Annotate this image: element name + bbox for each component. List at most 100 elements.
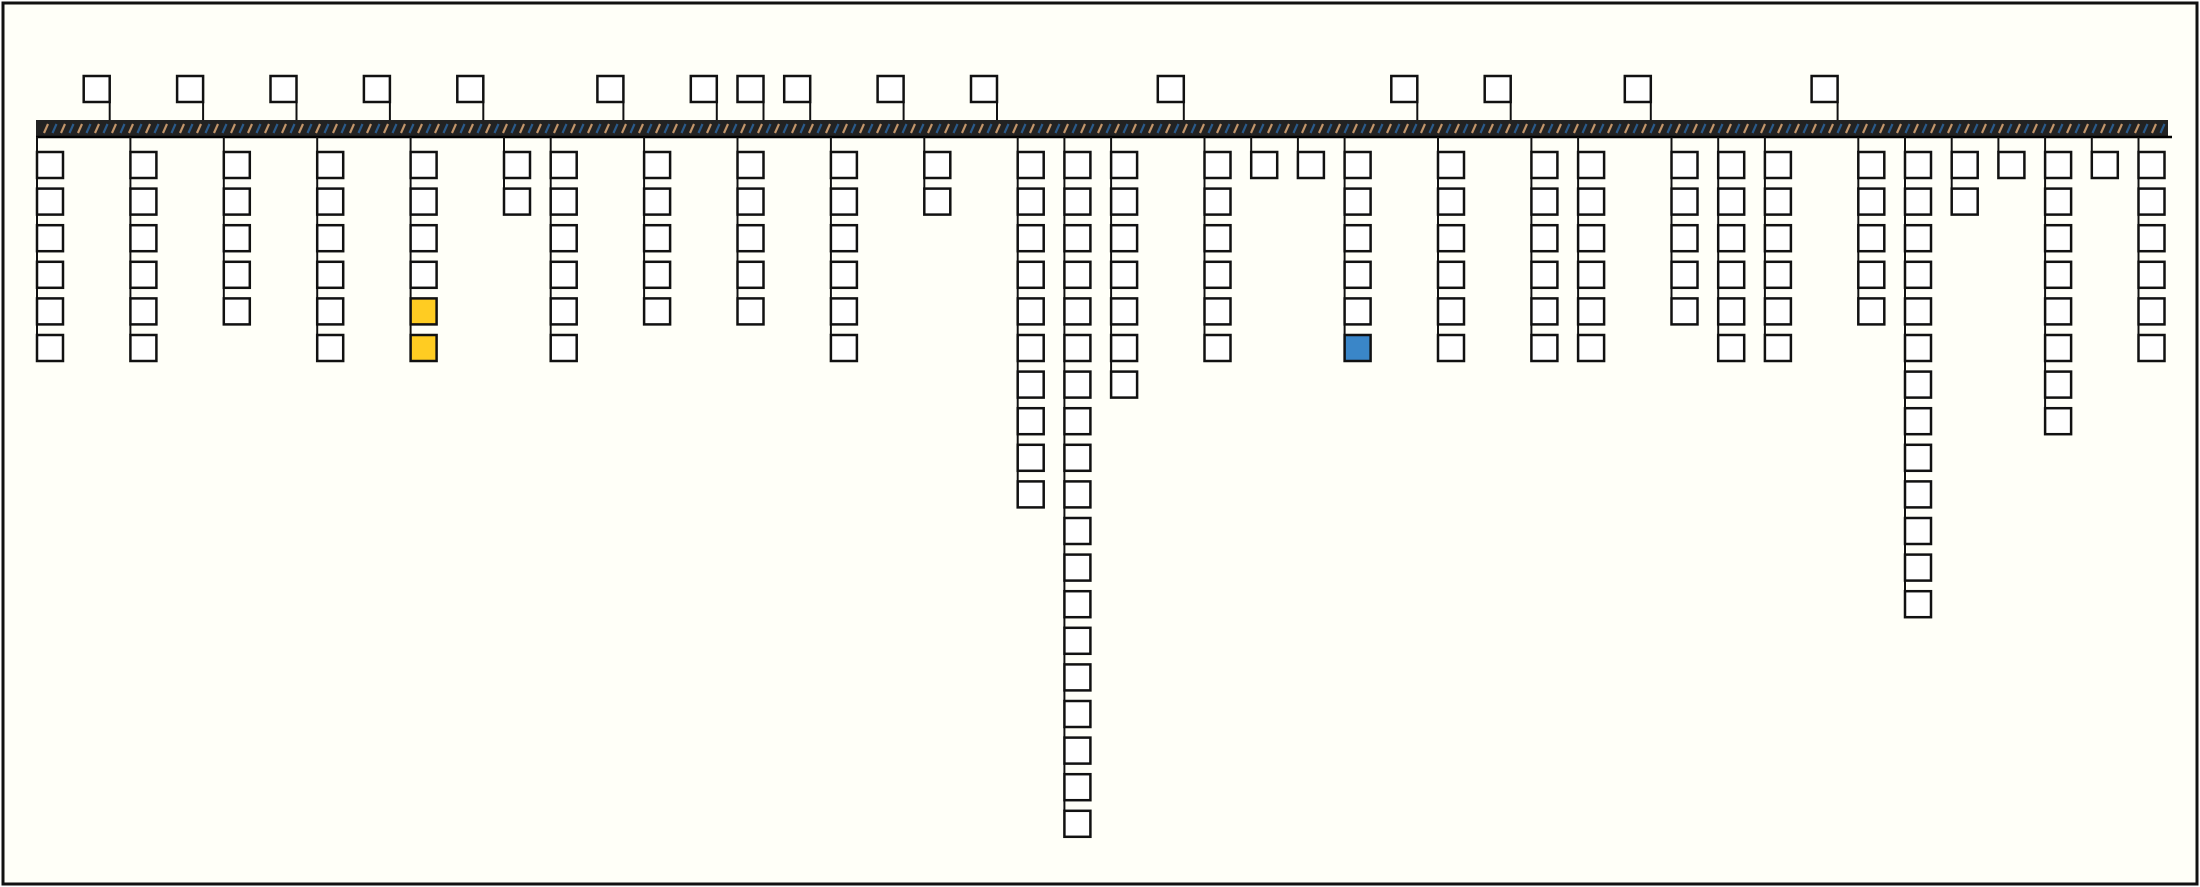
track-stripe (1045, 123, 1053, 134)
highlighted-box (409, 297, 438, 326)
track-stripe (493, 123, 500, 134)
column-box (1670, 297, 1699, 326)
track-stripe (1538, 123, 1546, 134)
column-box (1063, 480, 1092, 509)
track-stripe (2023, 123, 2030, 134)
track-stripe (1632, 123, 1639, 134)
track-stripe (1717, 123, 1724, 134)
track-stripe (935, 123, 942, 134)
track-stripe (1292, 123, 1299, 134)
track-stripe (1343, 123, 1350, 134)
track-stripe (748, 123, 755, 134)
track-stripe (1037, 123, 1044, 134)
column-box (1670, 223, 1699, 253)
track-stripe (578, 123, 585, 134)
box-column (1950, 137, 1979, 216)
track-stripe (2014, 123, 2022, 134)
column-box (1903, 589, 1933, 619)
column-box (1249, 150, 1279, 180)
track-stripe (535, 123, 543, 134)
track-stripe (280, 123, 288, 134)
track-stripe (1088, 123, 1095, 134)
track-stripe (297, 123, 305, 134)
track-stripe (2125, 123, 2132, 134)
column-box (1063, 333, 1092, 363)
track-stripe (2006, 123, 2013, 134)
column-box (1857, 297, 1886, 326)
track-stripe (161, 123, 169, 134)
track-stripe (153, 123, 160, 134)
box-column (1296, 137, 1326, 180)
box-column (1857, 137, 1886, 326)
column-box (1109, 333, 1139, 363)
track-stripe (1742, 123, 1750, 134)
column-box (1763, 150, 1793, 180)
column-box (1203, 150, 1232, 180)
track-stripe (1105, 123, 1112, 134)
track-stripe (289, 123, 296, 134)
track-stripe (1360, 123, 1367, 134)
column-box (1763, 333, 1793, 363)
track-stripe (501, 123, 509, 134)
column-box (2043, 297, 2073, 326)
track-stripe (1164, 123, 1172, 134)
column-box (222, 297, 252, 326)
column-box (1530, 187, 1559, 216)
highlighted-box (409, 333, 438, 363)
track-stripe (2031, 123, 2039, 134)
track-stripe (765, 123, 772, 134)
column-box (315, 150, 345, 180)
track-stripe (1581, 123, 1588, 134)
column-box (736, 223, 765, 253)
track-stripe (841, 123, 849, 134)
track-stripe (1453, 123, 1461, 134)
track-stripe (1368, 123, 1376, 134)
column-box (1763, 260, 1793, 290)
column-box (549, 297, 578, 326)
track-stripe (1470, 123, 1478, 134)
column-box (829, 333, 859, 363)
column-box (222, 260, 252, 290)
track-stripe (221, 123, 228, 134)
top-marker-box (782, 74, 812, 104)
column-box (1063, 516, 1092, 546)
track-stripe (909, 123, 917, 134)
track-stripe (1487, 123, 1495, 134)
track-stripe (875, 123, 883, 134)
column-box (829, 150, 859, 180)
track-stripe (1819, 123, 1826, 134)
track-stripe (1674, 123, 1682, 134)
box-column (1530, 137, 1559, 363)
track-stripe (1589, 123, 1597, 134)
column-box (2137, 260, 2166, 290)
column-box (2043, 150, 2073, 180)
track-stripe (1207, 123, 1214, 134)
column-box (1436, 297, 1466, 326)
track-stripe (1972, 123, 1979, 134)
track-stripe (1513, 123, 1520, 134)
track-stripe (399, 123, 407, 134)
box-column (1063, 137, 1092, 839)
column-box (1903, 260, 1933, 290)
track-stripe (1156, 123, 1163, 134)
track-stripe (2048, 123, 2056, 134)
column-box (2043, 187, 2073, 216)
box-column (1763, 137, 1793, 363)
track-stripe (867, 123, 874, 134)
track-stripe (1657, 123, 1665, 134)
column-box (1436, 187, 1466, 216)
top-marker-row (82, 74, 1839, 120)
column-box (642, 297, 672, 326)
column-box (1670, 260, 1699, 290)
track-stripe (1496, 123, 1503, 134)
box-column (642, 137, 672, 326)
column-box (1716, 333, 1746, 363)
column-box (736, 260, 765, 290)
track-stripe (2057, 123, 2064, 134)
track-stripe (1666, 123, 1673, 134)
track-stripe (1334, 123, 1342, 134)
column-box (829, 297, 859, 326)
column-box (1530, 223, 1559, 253)
